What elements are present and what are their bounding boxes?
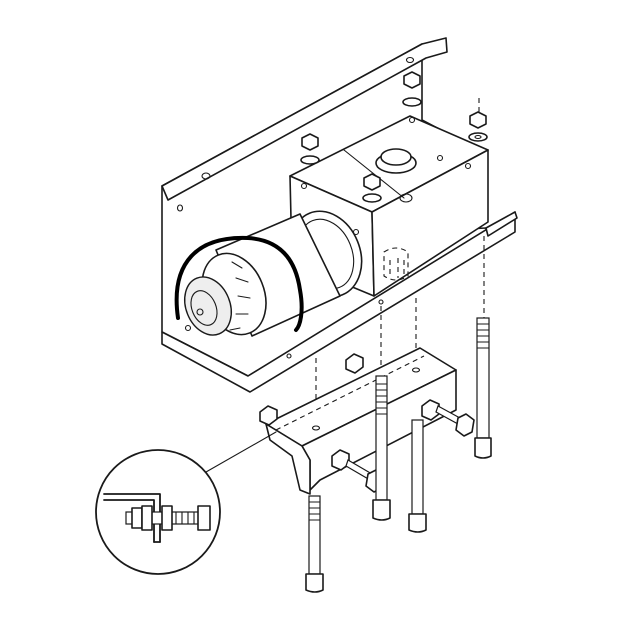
hex-nut bbox=[345, 353, 364, 374]
bracket-hole bbox=[405, 56, 415, 64]
bolt-threads bbox=[308, 501, 321, 521]
callout-screw-head bbox=[197, 505, 211, 531]
washer-hole bbox=[474, 134, 482, 140]
top-fasteners bbox=[300, 71, 488, 203]
callout-nut bbox=[141, 505, 153, 531]
callout-leader bbox=[205, 431, 277, 473]
detail-callout bbox=[95, 431, 277, 575]
motor-shaft-end bbox=[196, 308, 204, 316]
gearbox-screw bbox=[300, 182, 308, 190]
bolt-head bbox=[408, 513, 427, 533]
bracket-top-flange bbox=[161, 37, 448, 201]
gear-motor bbox=[184, 210, 363, 337]
screw-head bbox=[455, 413, 475, 437]
gearbox-screw bbox=[436, 154, 444, 162]
hex-nut bbox=[363, 173, 381, 191]
bolt-head bbox=[305, 573, 324, 593]
bolt-threads bbox=[476, 323, 490, 349]
gearbox-screw bbox=[408, 116, 416, 124]
flat-washer bbox=[468, 132, 488, 142]
long-bolt bbox=[474, 317, 492, 459]
motor-ribs bbox=[229, 261, 251, 331]
bolt-shank bbox=[411, 419, 424, 515]
bracket-hole bbox=[378, 299, 384, 305]
callout-nut bbox=[131, 507, 143, 529]
hex-nut bbox=[259, 405, 278, 426]
long-bolt bbox=[305, 495, 324, 593]
bracket-end-return bbox=[485, 211, 518, 237]
callout-circle bbox=[95, 449, 221, 575]
bolt-shank bbox=[375, 375, 388, 501]
long-bolt bbox=[372, 375, 391, 521]
gearbox-screw bbox=[464, 162, 472, 170]
adjuster-screw bbox=[421, 399, 475, 437]
bracket-hole bbox=[184, 324, 192, 332]
gearbox-fitting bbox=[343, 149, 405, 199]
bolt-head bbox=[474, 437, 492, 459]
flat-washer bbox=[300, 155, 320, 165]
bracket-hole bbox=[201, 172, 211, 180]
power-cable bbox=[174, 235, 304, 332]
block-foot bbox=[265, 423, 311, 495]
block-hidden-edge bbox=[275, 355, 425, 431]
bracket-hole bbox=[176, 204, 184, 212]
callout-nut bbox=[161, 505, 173, 531]
hex-nut bbox=[301, 133, 319, 151]
callout-bracket-inner bbox=[103, 499, 155, 543]
gearbox-side bbox=[371, 149, 489, 297]
hex-nut bbox=[403, 71, 421, 89]
bolt-threads bbox=[375, 383, 388, 415]
bolt-head bbox=[372, 499, 391, 521]
short-bolt bbox=[408, 419, 427, 533]
gearbox-fitting-end bbox=[399, 193, 413, 203]
hidden-drive-key bbox=[383, 247, 409, 281]
flat-washer bbox=[362, 193, 382, 203]
bracket-hole bbox=[286, 353, 292, 359]
hex-nut bbox=[469, 111, 487, 129]
gearbox-output-cap-top bbox=[380, 148, 412, 166]
hidden-drive-key-detail bbox=[389, 258, 405, 278]
block-hole bbox=[411, 367, 421, 373]
callout-bracket bbox=[103, 493, 161, 543]
bracket-bottom-flange bbox=[161, 211, 516, 393]
motor-end-bell-inner bbox=[190, 290, 218, 326]
block-hole bbox=[311, 425, 321, 431]
flat-washer bbox=[402, 97, 422, 107]
